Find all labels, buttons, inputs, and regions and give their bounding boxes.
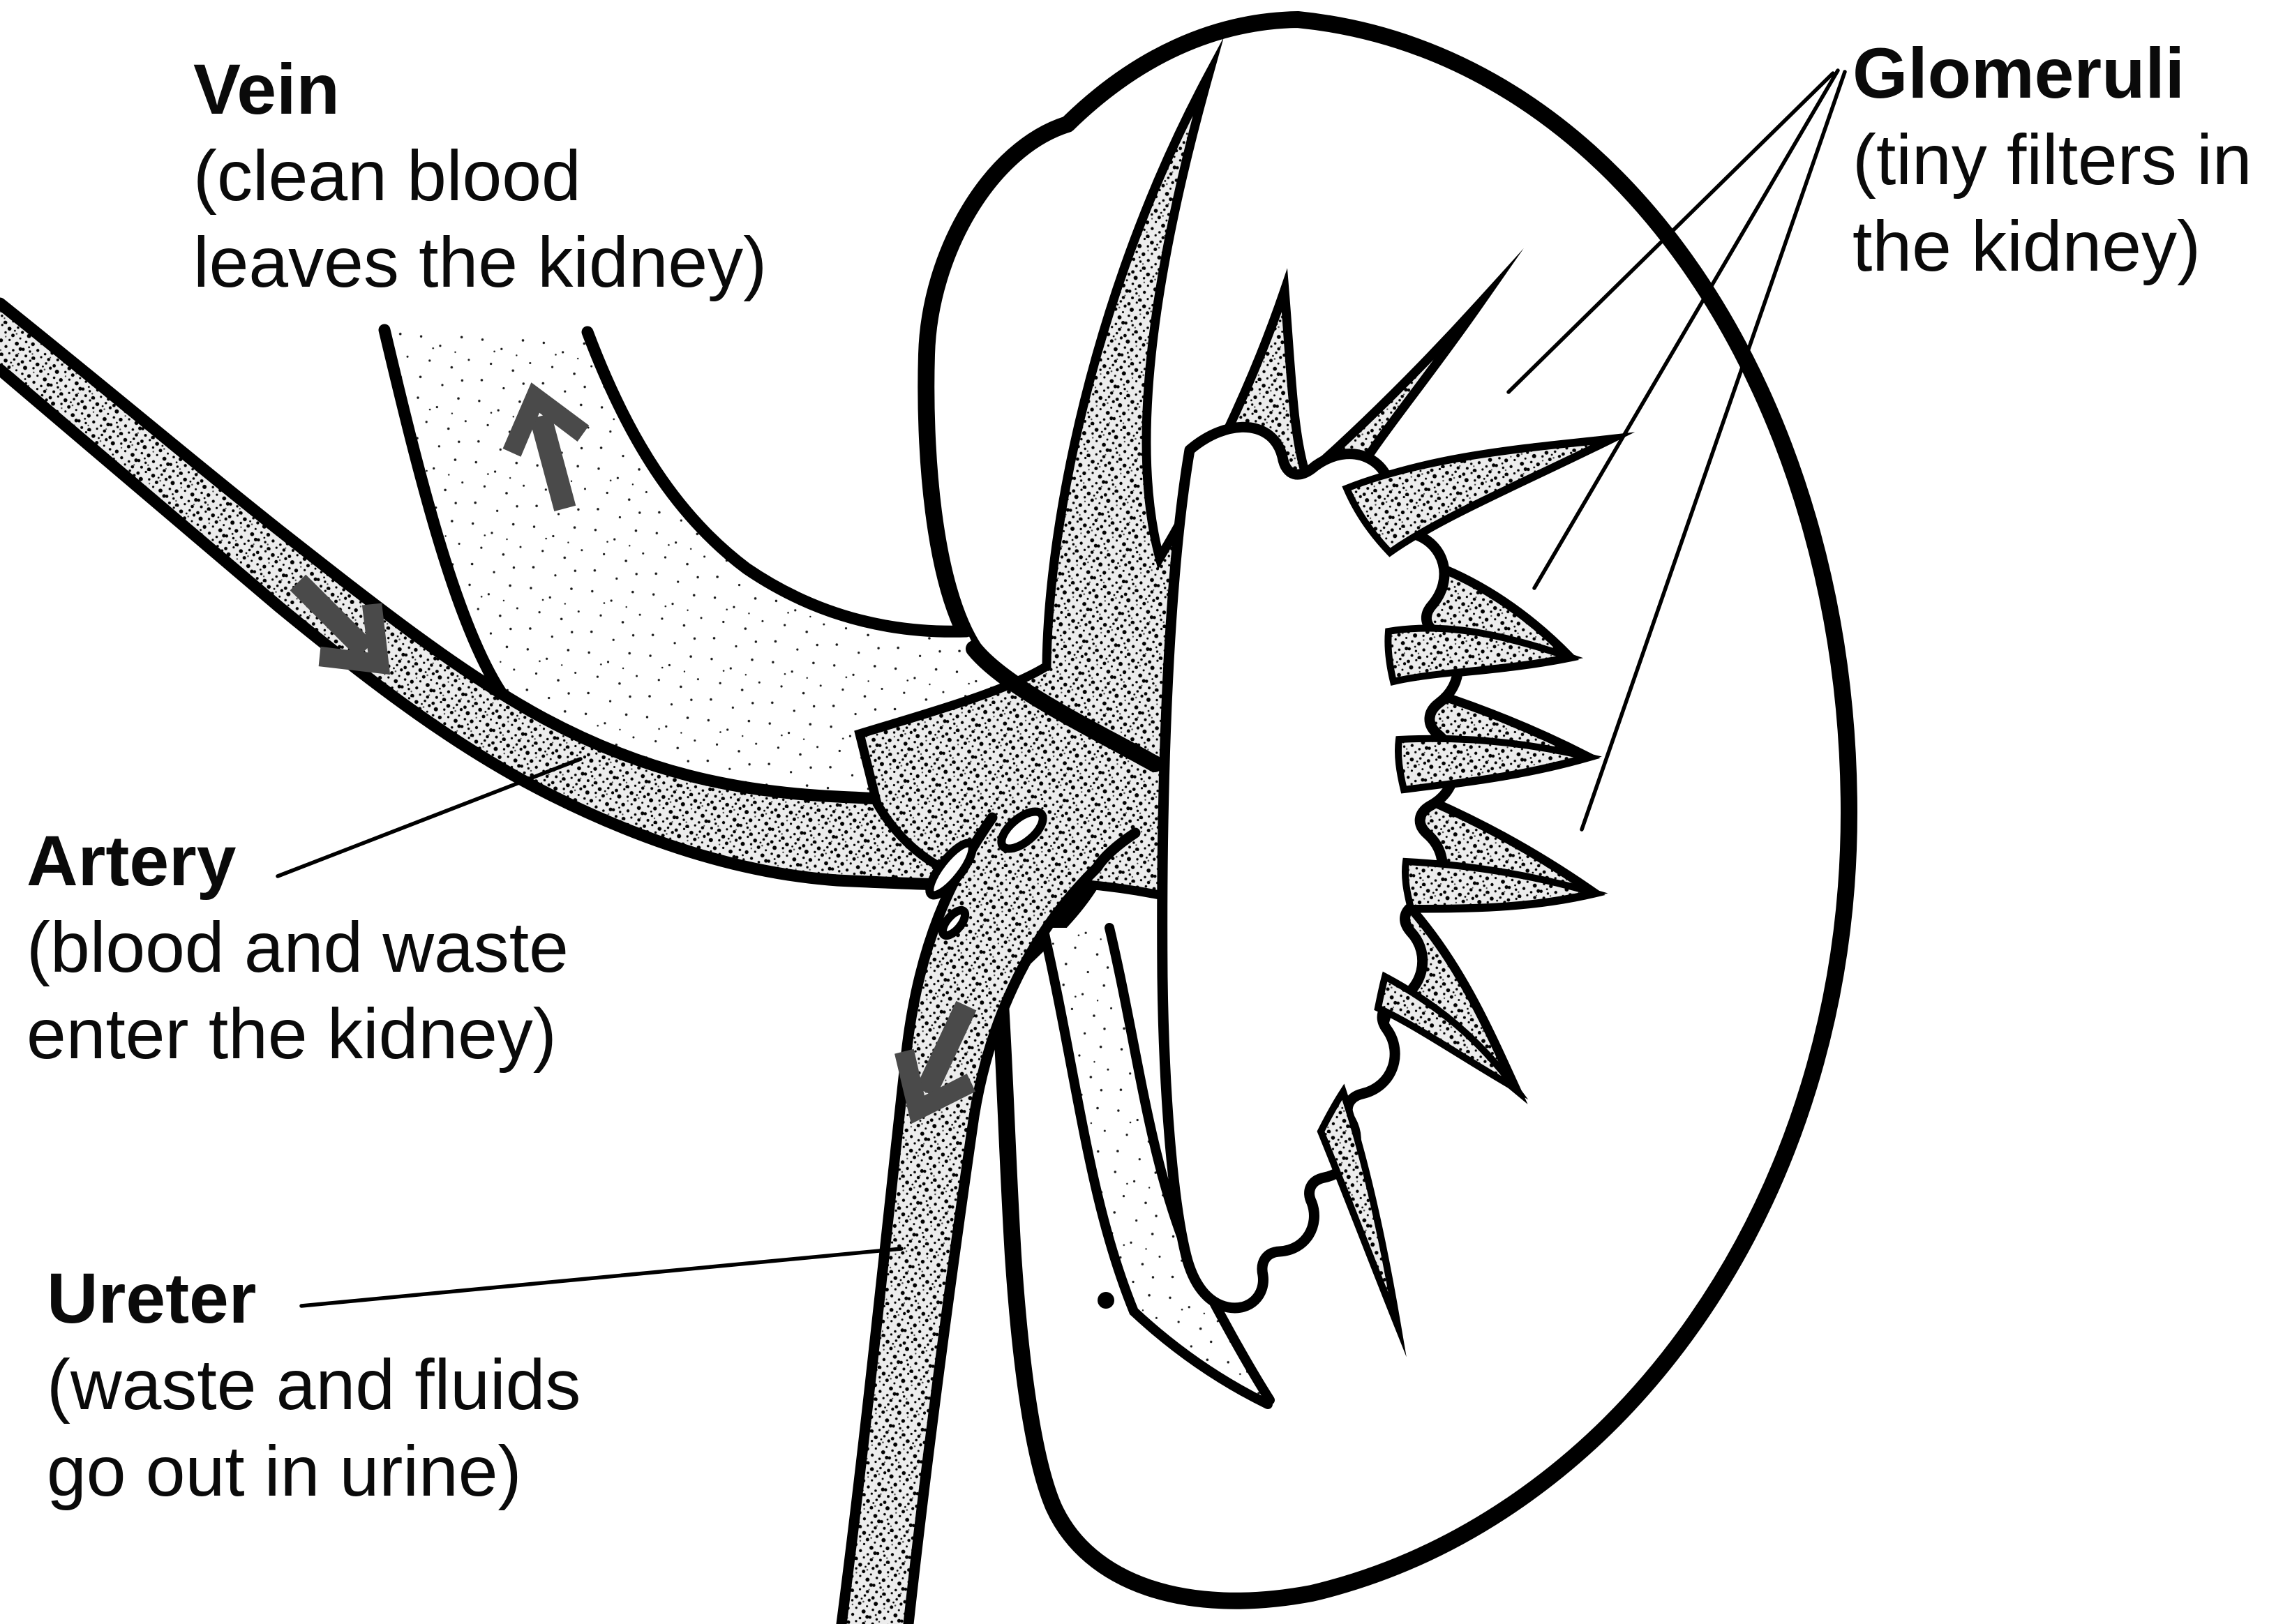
- vein-label: Vein (clean blood leaves the kidney): [193, 46, 767, 306]
- hilum-upper-lip: [966, 640, 1163, 772]
- leader-lines: [276, 68, 1847, 1308]
- branch-strip-upper-right: [1342, 433, 1629, 557]
- branch-strips: [1317, 433, 1629, 1358]
- ureter-right-edge: [903, 827, 1141, 1624]
- vein-label-title: Vein: [193, 50, 340, 129]
- branch-strip-bottom: [1317, 1083, 1407, 1358]
- lower-pole-vessel-outer-edge: [1038, 923, 1273, 1409]
- ureter-label-desc-line2: go out in urine): [47, 1431, 522, 1511]
- ureter-flow-arrow-head: [895, 1048, 976, 1125]
- vein-fill: [384, 330, 1155, 809]
- artery-label-desc-line1: (blood and waste: [27, 908, 569, 987]
- glomeruli-leader-line-2: [1532, 68, 1840, 590]
- artery-leader-line: [276, 757, 583, 878]
- artery-bottom-edge: [0, 363, 1004, 893]
- vein-flow-arrow-shaft: [529, 413, 576, 512]
- ureter-flow-arrow-shaft: [915, 1000, 977, 1097]
- ureter-leader-line: [299, 1247, 904, 1308]
- vein-right-edge: [581, 326, 973, 638]
- vein-flow-arrow-head: [502, 382, 590, 457]
- hilum-opening-mid: [997, 807, 1047, 853]
- ureter-left-edge: [836, 812, 998, 1624]
- glomeruli-label-desc-line2: the kidney): [1852, 206, 2201, 286]
- hilum-vessel-openings: [925, 807, 1047, 940]
- artery-label: Artery (blood and waste enter the kidney…: [27, 818, 569, 1077]
- glomeruli-leader-line-1: [1506, 71, 1835, 394]
- hilum-opening-large: [925, 839, 977, 900]
- branch-strip-right: [1384, 624, 1584, 686]
- ink-dot: [1098, 1292, 1114, 1309]
- artery-flow-arrow: [290, 574, 391, 675]
- glomeruli-label: Glomeruli (tiny filters in the kidney): [1852, 30, 2252, 290]
- ureter-label-title: Ureter: [47, 1258, 257, 1338]
- ureter-label: Ureter (waste and fluids go out in urine…: [47, 1255, 581, 1514]
- ureter-label-desc-line1: (waste and fluids: [47, 1345, 581, 1424]
- artery-flow-arrow-head: [318, 603, 391, 675]
- branch-strip-bottom-right: [1374, 971, 1529, 1100]
- artery-label-title: Artery: [27, 821, 237, 901]
- branch-strip-right-mid: [1394, 735, 1602, 794]
- hilum-opening-small: [938, 905, 970, 940]
- artery-label-desc-line2: enter the kidney): [27, 994, 557, 1074]
- artery-flow-arrow-shaft: [290, 574, 374, 659]
- ureter-flow-arrow: [895, 1000, 977, 1125]
- glomeruli-leader-line-3: [1580, 70, 1847, 832]
- vein-label-desc-line2: leaves the kidney): [193, 223, 768, 302]
- artery-top-edge: [0, 297, 997, 811]
- vein-flow-arrow: [502, 382, 590, 512]
- branch-strip-lower-right: [1401, 857, 1608, 912]
- vein-label-desc-line1: (clean blood: [193, 136, 581, 216]
- glomeruli-label-title: Glomeruli: [1852, 33, 2185, 113]
- glomeruli-label-desc-line1: (tiny filters in: [1852, 120, 2252, 200]
- ureter-vessel: [836, 809, 1141, 1624]
